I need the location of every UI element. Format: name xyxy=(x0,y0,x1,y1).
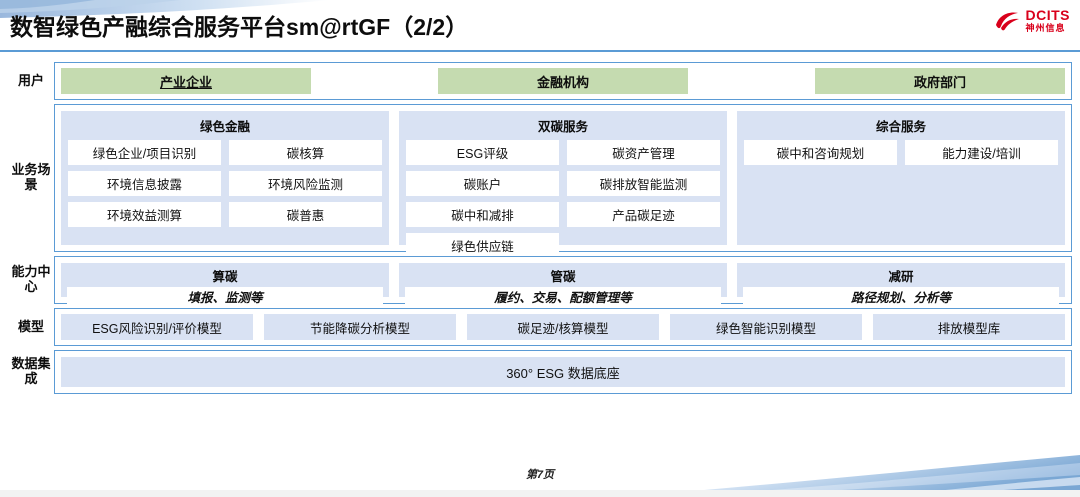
scenario-tile[interactable]: 碳普惠 xyxy=(229,202,382,227)
scenario-tiles-comprehensive: 碳中和咨询规划 能力建设/培训 xyxy=(744,140,1058,165)
capability-title: 管碳 xyxy=(550,270,576,284)
model-chip[interactable]: 碳足迹/核算模型 xyxy=(467,314,659,340)
bottom-strip xyxy=(0,490,1080,497)
scenario-group-green-finance: 绿色金融 绿色企业/项目识别 碳核算 环境信息披露 环境风险监测 环境效益测算 … xyxy=(61,111,389,245)
user-chip-financial-label: 金融机构 xyxy=(536,74,589,90)
scenario-tile[interactable]: 碳资产管理 xyxy=(567,140,720,165)
capability-title: 减研 xyxy=(888,270,914,284)
row-models: 模型 ESG风险识别/评价模型 节能降碳分析模型 碳足迹/核算模型 绿色智能识别… xyxy=(8,308,1072,346)
data-foundation-bar[interactable]: 360° ESG 数据底座 xyxy=(61,357,1065,387)
scenario-tile[interactable]: ESG评级 xyxy=(406,140,559,165)
capability-title: 算碳 xyxy=(212,270,238,284)
user-chip-government-label: 政府部门 xyxy=(913,74,966,90)
scenario-tile[interactable]: 环境信息披露 xyxy=(68,171,221,196)
capability-subtitle: 填报、监测等 xyxy=(67,287,383,306)
scenario-tiles-dual-carbon: ESG评级 碳资产管理 碳账户 碳排放智能监测 碳中和减排 产品碳足迹 绿色供应… xyxy=(406,140,720,258)
scenario-group-dual-carbon-title: 双碳服务 xyxy=(537,120,588,134)
scenario-tile[interactable]: 碳中和咨询规划 xyxy=(744,140,897,165)
capability-subtitle: 路径规划、分析等 xyxy=(743,287,1059,306)
model-chip[interactable]: 绿色智能识别模型 xyxy=(670,314,862,340)
model-chip[interactable]: ESG风险识别/评价模型 xyxy=(61,314,253,340)
user-chip-financial[interactable]: 金融机构 xyxy=(438,68,688,94)
scenario-group-comprehensive-title: 综合服务 xyxy=(875,120,926,134)
scenario-tile[interactable]: 绿色企业/项目识别 xyxy=(68,140,221,165)
capability-group-manage-carbon[interactable]: 管碳 履约、交易、配额管理等 xyxy=(399,263,727,306)
scenario-tiles-green-finance: 绿色企业/项目识别 碳核算 环境信息披露 环境风险监测 环境效益测算 碳普惠 xyxy=(68,140,382,227)
scenario-tile[interactable]: 绿色供应链 xyxy=(406,233,559,258)
logo-text-cn: 神州信息 xyxy=(1025,23,1066,33)
scenario-tile[interactable]: 产品碳足迹 xyxy=(567,202,720,227)
brand-logo: DCITS 神州信息 xyxy=(993,8,1071,33)
user-chip-government[interactable]: 政府部门 xyxy=(815,68,1065,94)
capability-subtitle: 履约、交易、配额管理等 xyxy=(405,287,721,306)
row-users: 用户 产业企业 金融机构 政府部门 xyxy=(8,62,1072,100)
row-label-capability: 能力中心 xyxy=(11,264,51,294)
row-label-models: 模型 xyxy=(17,318,44,334)
row-label-data-integration: 数据集成 xyxy=(11,356,51,386)
row-body-scenarios: 绿色金融 绿色企业/项目识别 碳核算 环境信息披露 环境风险监测 环境效益测算 … xyxy=(54,104,1072,258)
row-body-models: ESG风险识别/评价模型 节能降碳分析模型 碳足迹/核算模型 绿色智能识别模型 … xyxy=(54,308,1072,346)
model-chip[interactable]: 节能降碳分析模型 xyxy=(264,314,456,340)
model-chip[interactable]: 排放模型库 xyxy=(873,314,1065,340)
user-gap-1 xyxy=(322,68,427,94)
dcits-swoosh-icon xyxy=(993,10,1021,32)
slide-header: 数智绿色产融综合服务平台sm@rtGF（2/2） DCITS 神州信息 xyxy=(0,0,1080,52)
scenario-tile[interactable]: 环境效益测算 xyxy=(68,202,221,227)
scenario-tile[interactable]: 碳排放智能监测 xyxy=(567,171,720,196)
page-title: 数智绿色产融综合服务平台sm@rtGF（2/2） xyxy=(10,14,469,40)
row-data-integration: 数据集成 360° ESG 数据底座 xyxy=(8,350,1072,394)
scenario-tile[interactable]: 碳账户 xyxy=(406,171,559,196)
page-number: 第7页 xyxy=(525,469,555,481)
scenario-tile[interactable]: 碳中和减排 xyxy=(406,202,559,227)
logo-text-en: DCITS xyxy=(1025,7,1070,23)
user-chip-industry-label: 产业企业 xyxy=(159,74,212,90)
row-body-capability: 算碳 填报、监测等 管碳 履约、交易、配额管理等 减研 路径规划、分析等 xyxy=(54,256,1072,306)
row-business-scenarios: 业务场景 绿色金融 绿色企业/项目识别 碳核算 环境信息披露 环境风险监测 环境… xyxy=(8,104,1072,258)
capability-group-calc-carbon[interactable]: 算碳 填报、监测等 xyxy=(61,263,389,306)
user-chip-industry[interactable]: 产业企业 xyxy=(61,68,311,94)
header-divider xyxy=(0,50,1080,52)
row-label-scenarios: 业务场景 xyxy=(11,162,51,192)
row-body-data-integration: 360° ESG 数据底座 xyxy=(54,350,1072,394)
scenario-group-green-finance-title: 绿色金融 xyxy=(199,120,250,134)
user-gap-2 xyxy=(699,68,804,94)
scenario-tile[interactable]: 环境风险监测 xyxy=(229,171,382,196)
row-capability-center: 能力中心 算碳 填报、监测等 管碳 履约、交易、配额管理等 减研 路径规划、分析… xyxy=(8,256,1072,306)
row-label-users: 用户 xyxy=(17,72,44,88)
scenario-tile[interactable]: 能力建设/培训 xyxy=(905,140,1058,165)
capability-group-reduce-research[interactable]: 减研 路径规划、分析等 xyxy=(737,263,1065,306)
scenario-tile[interactable]: 碳核算 xyxy=(229,140,382,165)
scenario-group-dual-carbon: 双碳服务 ESG评级 碳资产管理 碳账户 碳排放智能监测 碳中和减排 产品碳足迹… xyxy=(399,111,727,258)
scenario-group-comprehensive: 综合服务 碳中和咨询规划 能力建设/培训 xyxy=(737,111,1065,245)
row-body-users: 产业企业 金融机构 政府部门 xyxy=(54,62,1072,100)
architecture-diagram: 用户 产业企业 金融机构 政府部门 业务场景 绿色金融 绿色企业/项目识别 碳核… xyxy=(8,62,1072,398)
